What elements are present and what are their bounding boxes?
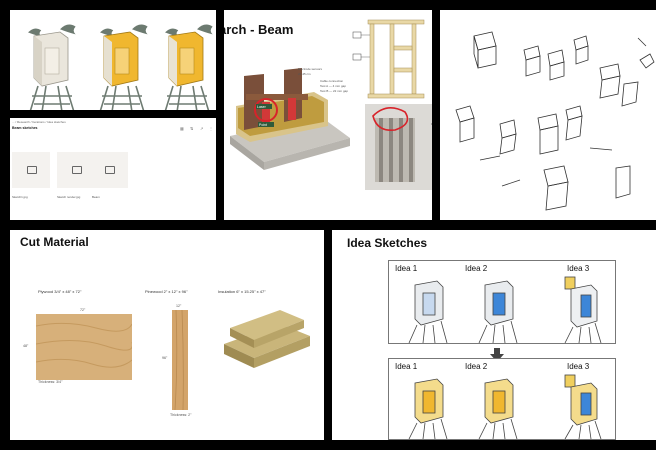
pinewood-plank (172, 310, 188, 410)
prototype-3-render (162, 24, 213, 110)
share-icon[interactable]: ↗ (200, 126, 204, 131)
file-card-2-label: Sketch render.jpg (57, 195, 81, 199)
pinewood-width-dim: 12" (176, 304, 182, 308)
panel-title: Idea Sketches (347, 236, 428, 250)
panel-title: Cut Material (20, 235, 89, 249)
panel-cut-material: Cut Material Plywood 3/4" x 48" x 72" Pi… (10, 230, 324, 440)
plywood-height-dim: 48" (23, 344, 29, 348)
insulation-batts (224, 310, 310, 368)
note-test-a: Test A — 4 mm gap (320, 84, 347, 88)
breadcrumb[interactable]: ... / Research / Iterations / Idea sketc… (12, 120, 66, 124)
image-file-icon (105, 166, 115, 174)
beam-3d-diagram: Laser Point (230, 68, 350, 170)
sort-icon[interactable]: ⇅ (190, 126, 194, 131)
panel-research-beam: arch - Beam Laser Point Electrode sensor… (224, 10, 432, 220)
note-electrode: Electrode sensors (298, 67, 323, 71)
callout-laser: Laser (257, 105, 267, 109)
image-file-icon (27, 166, 37, 174)
idea-2-label: Idea 2 (465, 264, 488, 273)
idea-frame-top: Idea 1 Idea 2 Idea 3 (388, 260, 616, 344)
callout-point: Point (259, 123, 267, 127)
file-card-3[interactable] (90, 152, 128, 188)
idea-1-label: Idea 1 (395, 264, 418, 273)
note-cable: Cable connection (320, 79, 344, 83)
pinewood-height-dim: 96" (162, 356, 168, 360)
file-card-1-label: Sketch1.jpg (12, 195, 28, 199)
plywood-board (36, 314, 132, 380)
panel-idea-sketches: Idea Sketches Idea 1 Idea 2 Idea 3 (332, 230, 656, 440)
plywood-label: Plywood 3/4" x 48" x 72" (38, 289, 82, 294)
prototype-1-render (27, 24, 77, 110)
pencil-sketches-image (455, 31, 655, 211)
file-card-2[interactable] (57, 152, 95, 188)
panel-title: arch - Beam (224, 22, 294, 37)
pinewood-label: Pinewood 2" x 12" x 96" (145, 289, 188, 294)
plywood-width-dim: 72" (80, 308, 86, 312)
prototype-2-render (97, 24, 148, 110)
note-range: 20-45 cm (298, 72, 311, 76)
note-test-b: Test B — 22 mm gap (320, 89, 349, 93)
image-file-icon (72, 166, 82, 174)
panel-file-browser: ... / Research / Iterations / Idea sketc… (10, 118, 216, 220)
idea-3-label-bottom: Idea 3 (567, 362, 590, 371)
folder-title: Beam sketches (12, 126, 38, 130)
file-card-1[interactable] (12, 152, 50, 188)
pinewood-thickness-dim: Thickness: 2" (170, 413, 192, 417)
plywood-thickness-dim: Thickness: 3/4" (38, 380, 63, 384)
prototype-render-row (27, 24, 213, 110)
view-icon[interactable]: ▦ (180, 126, 184, 131)
idea-sketches-row-2 (408, 374, 602, 439)
idea-frame-bottom: Idea 1 Idea 2 Idea 3 (388, 358, 616, 440)
stud-wall-diagram (352, 19, 425, 99)
more-icon[interactable]: ⋮ (209, 126, 213, 131)
idea-1-label-bottom: Idea 1 (395, 362, 418, 371)
panel-rendered-prototypes (10, 10, 216, 110)
insulation-label: Insulation 6" x 15.25" x 47" (218, 289, 266, 294)
idea-sketches-row-1 (408, 276, 602, 343)
beam-photo-closeup (365, 104, 432, 190)
file-card-3-label: Beam (92, 195, 100, 199)
panel-pencil-sketches (440, 10, 656, 220)
idea-3-label: Idea 3 (567, 264, 590, 273)
idea-2-label-bottom: Idea 2 (465, 362, 488, 371)
